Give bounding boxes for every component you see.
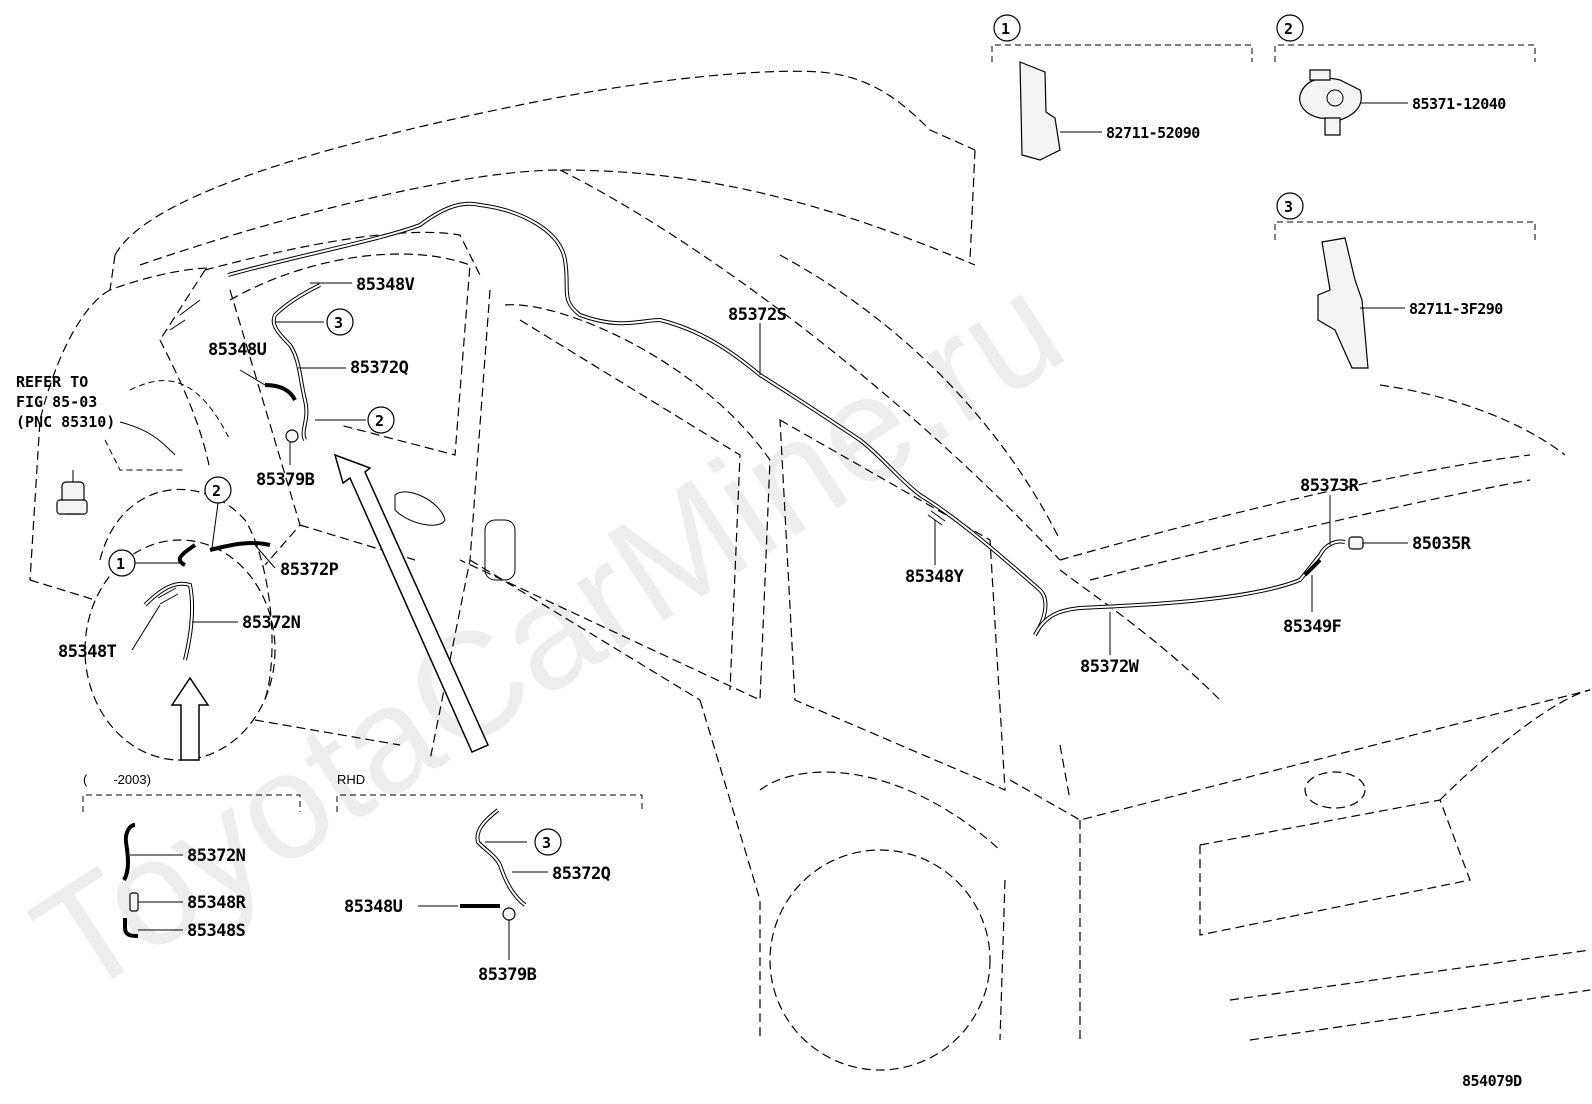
label-85379B: 85379B	[256, 470, 315, 490]
detail-group-1: 1 82711-52090	[991, 14, 1253, 161]
watermark: ToyotaCarMine.ru	[6, 241, 1090, 1027]
label-85372Q: 85372Q	[350, 358, 409, 378]
inset-2003-caption: ( -2003)	[83, 772, 151, 787]
label-85348T: 85348T	[58, 642, 117, 662]
inset-2003-part-1: 85348R	[187, 893, 247, 913]
label-85348Y: 85348Y	[905, 567, 965, 587]
label-85372S: 85372S	[728, 305, 787, 325]
label-85372P: 85372P	[280, 560, 339, 580]
van-body-outline	[29, 70, 1591, 1071]
inset-rhd-circle-3: 3	[542, 834, 551, 852]
label-85372W: 85372W	[1080, 657, 1140, 677]
detail-3-part: 82711-3F290	[1409, 300, 1503, 318]
washer-pump-icon	[56, 470, 88, 515]
inset-rhd-part-u: 85348U	[344, 897, 403, 917]
label-85349F: 85349F	[1283, 617, 1342, 637]
main-callouts: 85348V 3 85348U 85372Q 2 85379B 2 85372P…	[16, 275, 1472, 677]
inset-2003-part-0: 85372N	[187, 846, 246, 866]
label-85373R: 85373R	[1300, 476, 1360, 496]
detail-1-part: 82711-52090	[1106, 124, 1200, 142]
inset-rhd-part-q: 85372Q	[552, 864, 611, 884]
inset-rhd-caption: RHD	[337, 772, 365, 787]
figure-code: 854079D	[1462, 1072, 1522, 1090]
refer-note-line3: (PNC 85310)	[16, 413, 115, 431]
bracket-82711-3F290-icon	[1317, 237, 1369, 369]
inset-rhd-part-b: 85379B	[478, 965, 537, 985]
detail-2-part: 85371-12040	[1412, 95, 1506, 113]
label-85348V: 85348V	[356, 275, 415, 295]
detail-1-id: 1	[1001, 20, 1010, 38]
refer-note-line2: FIG 85-03	[16, 393, 97, 411]
bracket-82711-52090-icon	[1019, 61, 1061, 161]
inset-2003-part-2: 85348S	[187, 921, 246, 941]
detail-group-2: 2 85371-12040	[1274, 14, 1536, 136]
detail-group-3: 3 82711-3F290	[1274, 192, 1536, 369]
label-85348U: 85348U	[208, 340, 267, 360]
circle-mark-3: 3	[334, 314, 343, 332]
view-arrow-icon	[333, 453, 489, 753]
label-85372N: 85372N	[242, 613, 301, 633]
refer-note-line1: REFER TO	[16, 373, 88, 391]
rear-nozzle-icon	[1348, 536, 1364, 550]
circle-mark-2: 2	[375, 412, 384, 430]
detail-3-id: 3	[1284, 198, 1293, 216]
clip-icon	[285, 429, 299, 443]
circle-mark-2b: 2	[212, 482, 221, 500]
washer-hose-routing	[56, 201, 1364, 661]
inset-rhd: RHD 3 85372Q 85348U 85379B	[336, 772, 643, 985]
detail-2-id: 2	[1284, 20, 1293, 38]
inset-2003: ( -2003) 85372N 85348R 85348S	[82, 772, 301, 941]
circle-mark-1: 1	[116, 555, 125, 573]
view-arrow-up-icon	[170, 676, 210, 761]
label-85035R: 85035R	[1412, 534, 1472, 554]
nozzle-85371-12040-icon	[1299, 69, 1362, 136]
